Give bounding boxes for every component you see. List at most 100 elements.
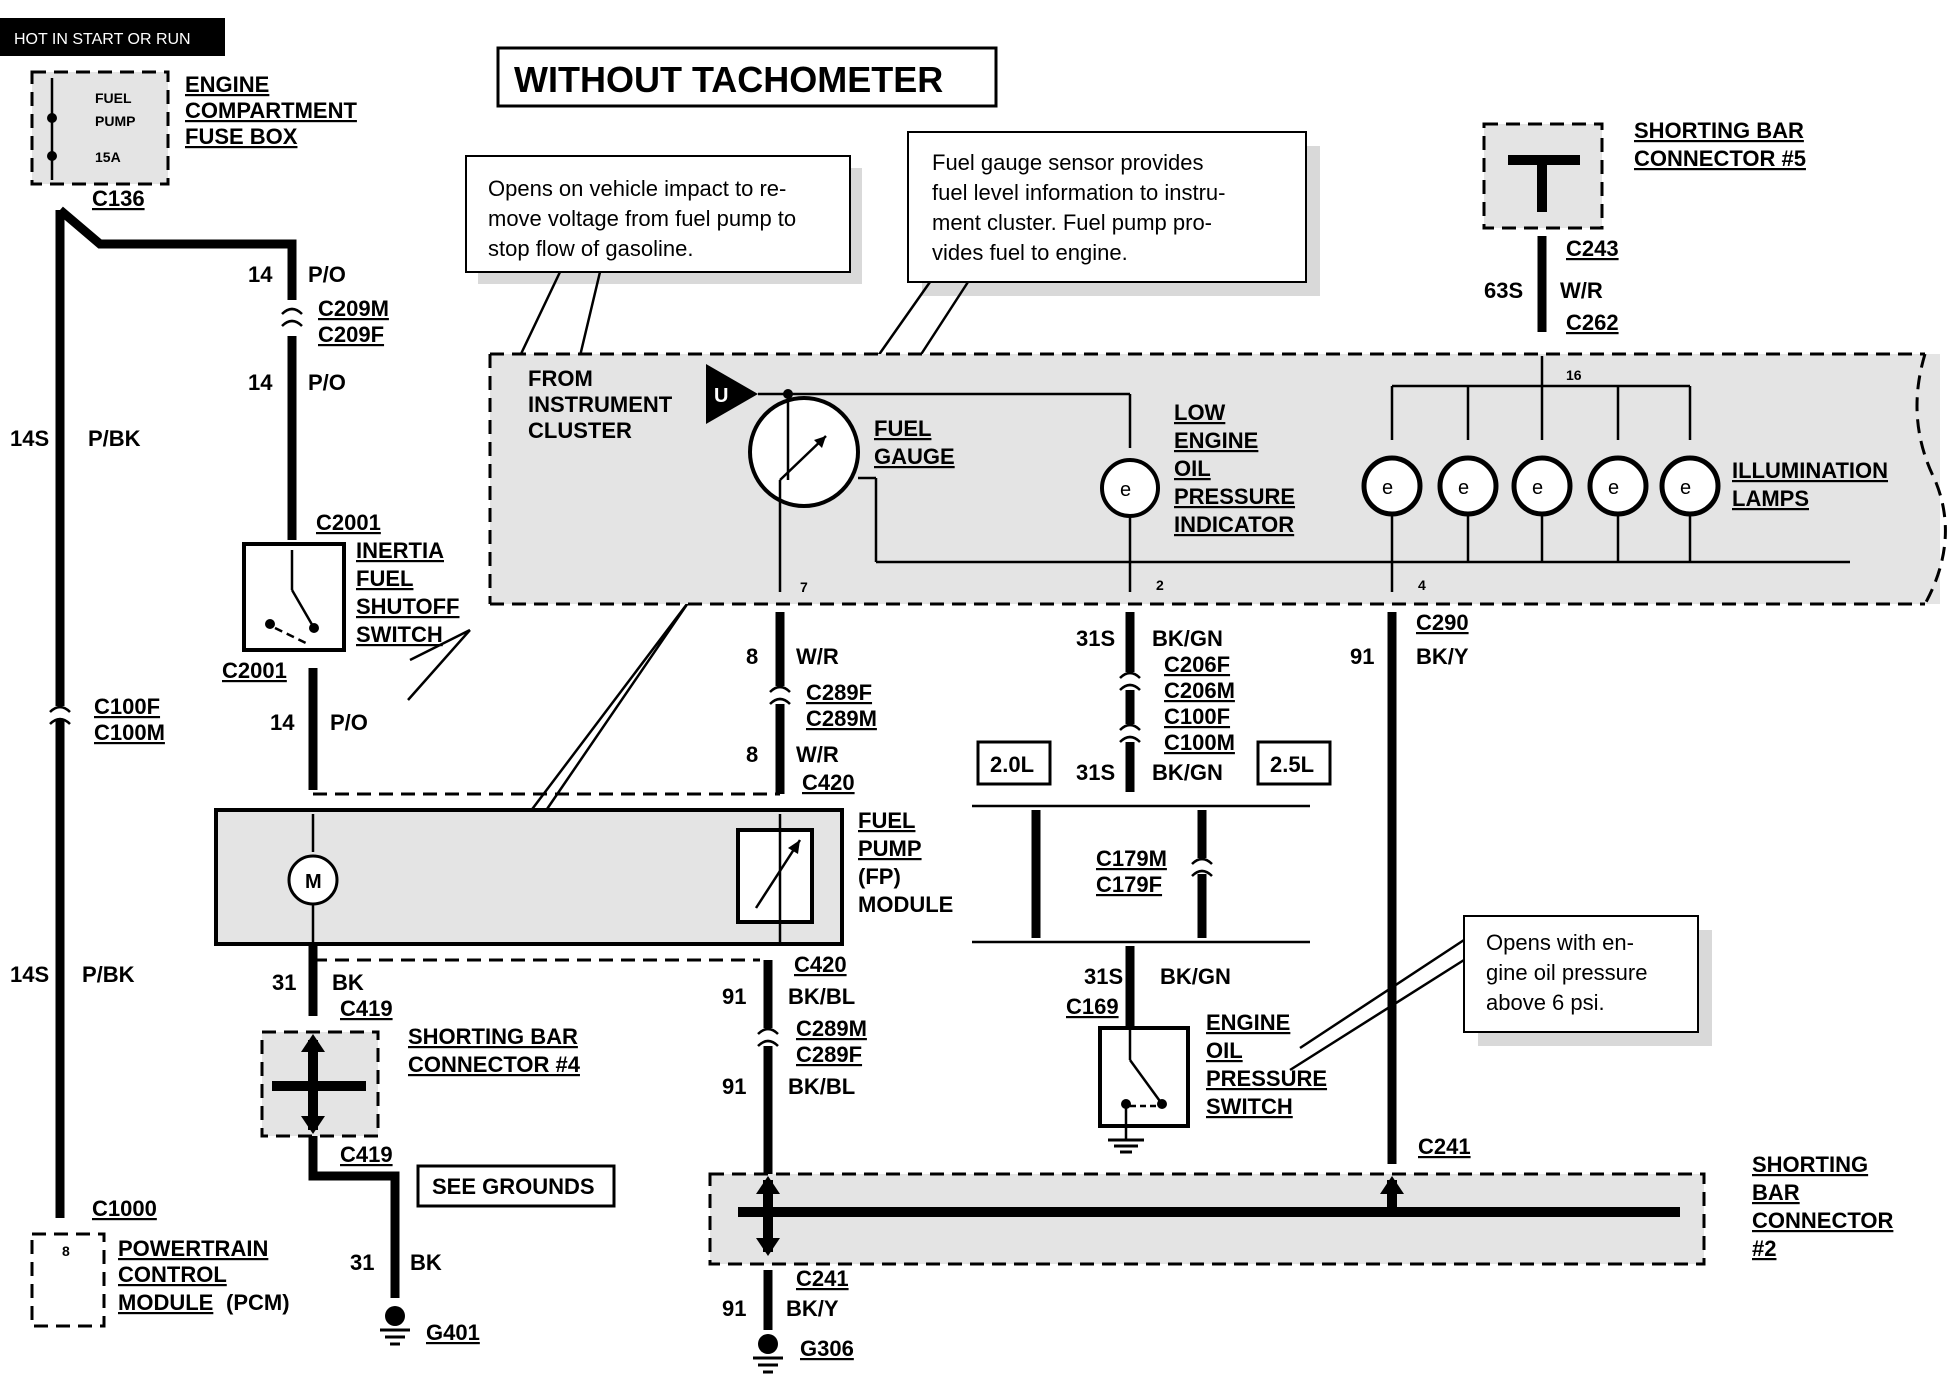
wire-91-bkbl-a-color: BK/BL [788,984,855,1009]
fp-module-label-3: (FP) [858,864,901,889]
callout-oil-line2: gine oil pressure [1486,960,1647,985]
oil-switch-label-3: PRESSURE [1206,1066,1327,1091]
wire-31s-c-color: BK/GN [1160,964,1231,989]
connector-c262: C262 [1566,310,1619,335]
wire-14s-pbk [46,206,318,1218]
low-oil-label-3: OIL [1174,456,1211,481]
connector-c289f-b: C289F [796,1042,862,1067]
wire-31s-b-color: BK/GN [1152,760,1223,785]
wire-14s-top-color: P/BK [88,426,141,451]
callout-oil-line1: Opens with en- [1486,930,1634,955]
connector-c289m-a: C289M [806,706,877,731]
ground-g401-icon [380,1306,410,1346]
inertia-label-4: SWITCH [356,622,443,647]
illumination-lamp-3-icon: e [1511,455,1573,517]
wire-31s-bkgn [972,612,1310,1028]
wire-31s-a-circuit: 31S [1076,626,1115,651]
fuse-text-line3: 15A [95,149,121,165]
connector-c206f: C206F [1164,652,1230,677]
wire-31s-a-color: BK/GN [1152,626,1223,651]
callout-gauge-line2: fuel level information to instru- [932,180,1225,205]
wire-31-bk-a-color: BK [332,970,364,995]
wire-14-po-a-circuit: 14 [248,262,273,287]
callout-oil-pressure: Opens with en- gine oil pressure above 6… [1289,915,1712,1072]
fuse-box: FUEL PUMP 15A [30,70,170,186]
pcm-box: 8 [30,1232,106,1328]
pin-4: 4 [1418,577,1426,593]
pcm-label-1: POWERTRAIN [118,1236,268,1261]
wire-31-bk-b-color: BK [410,1250,442,1275]
shorting-bar-4 [260,1030,380,1138]
sb2-label-2: BAR [1752,1180,1800,1205]
wire-63s-circuit: 63S [1484,278,1523,303]
fuse-text-line2: PUMP [95,113,135,129]
pcm-label-2: CONTROL [118,1262,227,1287]
pin-2: 2 [1156,577,1164,593]
pcm-label-3: MODULE [118,1290,213,1315]
callout-gauge-line3: ment cluster. Fuel pump pro- [932,210,1212,235]
fp-module-label-1: FUEL [858,808,915,833]
svg-text:e: e [1608,477,1619,499]
sb5-label-2: CONNECTOR #5 [1634,146,1806,171]
connector-c241-b: C241 [796,1266,849,1291]
wire-91-bky-b-color: BK/Y [786,1296,839,1321]
fuse-box-label-3: FUSE BOX [185,124,298,149]
connector-c419-a: C419 [340,996,393,1021]
callout-inertia-line2: move voltage from fuel pump to [488,206,796,231]
illumination-lamp-1-icon: e [1361,455,1423,517]
connector-c179m: C179M [1096,846,1167,871]
fuse-box-label-2: COMPARTMENT [185,98,357,123]
connector-c100m-left: C100M [94,720,165,745]
connector-c100f-left: C100F [94,694,160,719]
connector-c2001-top: C2001 [316,510,381,535]
connector-c169: C169 [1066,994,1119,1019]
fuse-text-line1: FUEL [95,90,132,106]
cluster-label-1: FROM [528,366,593,391]
inertia-label-2: FUEL [356,566,413,591]
wire-14-po-a-color: P/O [308,262,346,287]
hot-label: HOT IN START OR RUN [14,31,191,48]
connector-c209f: C209F [318,322,384,347]
inertia-label-1: INERTIA [356,538,444,563]
wire-31s-c-circuit: 31S [1084,964,1123,989]
wire-31-bk [308,944,400,1298]
low-oil-label-5: INDICATOR [1174,512,1294,537]
wire-14-po-b-circuit: 14 [248,370,273,395]
callout-inertia: Opens on vehicle impact to re- move volt… [407,155,862,701]
see-grounds-text: SEE GROUNDS [432,1174,595,1199]
connector-c241-a: C241 [1418,1134,1471,1159]
wire-8-wr-a-color: W/R [796,644,839,669]
connector-c290: C290 [1416,610,1469,635]
connector-c419-b: C419 [340,1142,393,1167]
callout-oil-line3: above 6 psi. [1486,990,1605,1015]
wire-63s-color: W/R [1560,278,1603,303]
sb2-label-4: #2 [1752,1236,1776,1261]
connector-c206m: C206M [1164,678,1235,703]
callout-inertia-line1: Opens on vehicle impact to re- [488,176,786,201]
callout-gauge-line1: Fuel gauge sensor provides [932,150,1204,175]
illumination-label-1: ILLUMINATION [1732,458,1888,483]
ground-g306-label: G306 [800,1336,854,1361]
wire-14s-bottom-circuit: 14S [10,962,49,987]
wire-91-bkbl-a-circuit: 91 [722,984,746,1009]
svg-text:e: e [1680,477,1691,499]
engine-2-5l-label: 2.5L [1270,752,1314,777]
pcm-label-suffix: (PCM) [226,1290,290,1315]
pin-7: 7 [800,579,808,595]
callout-fuel-gauge: Fuel gauge sensor provides fuel level in… [876,131,1320,357]
connector-c179f: C179F [1096,872,1162,897]
oil-switch-label-2: OIL [1206,1038,1243,1063]
sb2-label-1: SHORTING [1752,1152,1868,1177]
ground-g401-label: G401 [426,1320,480,1345]
cluster-label-2: INSTRUMENT [528,392,673,417]
motor-icon: M [305,871,322,893]
illumination-label-2: LAMPS [1732,486,1809,511]
callout-gauge-line4: vides fuel to engine. [932,240,1128,265]
wire-14s-top-circuit: 14S [10,426,49,451]
oil-switch-label-4: SWITCH [1206,1094,1293,1119]
sb4-label-2: CONNECTOR #4 [408,1052,581,1077]
cluster-label-3: CLUSTER [528,418,632,443]
diagram-title: WITHOUT TACHOMETER [514,59,943,100]
connector-c420-a: C420 [802,770,855,795]
oil-switch-label-1: ENGINE [1206,1010,1290,1035]
